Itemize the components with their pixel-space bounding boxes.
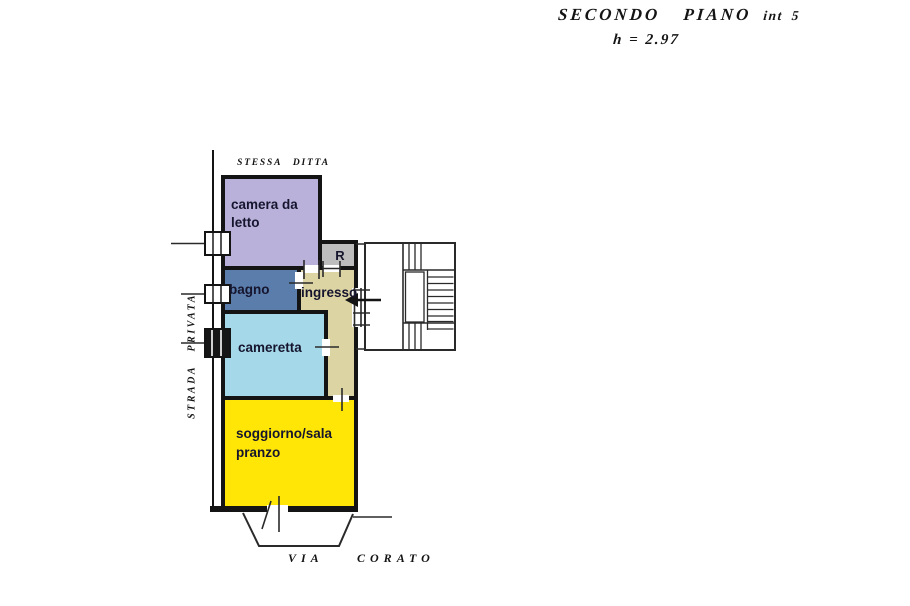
door-cameretta-ingresso bbox=[322, 339, 330, 356]
window-camera-icon bbox=[204, 231, 231, 256]
label-soggiorno: soggiorno/sala pranzo bbox=[236, 426, 333, 460]
ceiling-height-note: h = 2.97 bbox=[612, 32, 681, 48]
door-soggiorno-balcony bbox=[267, 505, 288, 513]
label-bagno: bagno bbox=[229, 282, 270, 297]
plan-title-floor: SECONDO PIANO bbox=[557, 5, 753, 24]
street-label-via-corato: VIA CORATO bbox=[288, 551, 435, 565]
room-camera-da-letto bbox=[221, 175, 322, 270]
label-ripostiglio: R bbox=[335, 248, 345, 263]
door-ingresso-soggiorno bbox=[333, 395, 349, 402]
plan-title-unit: int 5 bbox=[762, 8, 801, 23]
window-bagno-icon bbox=[204, 284, 231, 304]
door-bagno-ingresso bbox=[295, 272, 303, 289]
label-cameretta: cameretta bbox=[238, 340, 302, 355]
opening-ripostiglio bbox=[323, 265, 340, 272]
label-camera-da-letto: camera da letto bbox=[231, 197, 298, 230]
window-cameretta-icon bbox=[204, 328, 231, 358]
street-label-strada-privata: STRADA PRIVATA bbox=[186, 293, 198, 419]
label-ingresso: ingresso bbox=[301, 285, 358, 300]
plan-title: SECONDO PIANO int 5 bbox=[557, 5, 801, 25]
staircase-icon bbox=[364, 242, 456, 351]
door-camera-ingresso bbox=[304, 265, 319, 273]
boundary-label-stessa-ditta: STESSA DITTA bbox=[237, 158, 330, 168]
